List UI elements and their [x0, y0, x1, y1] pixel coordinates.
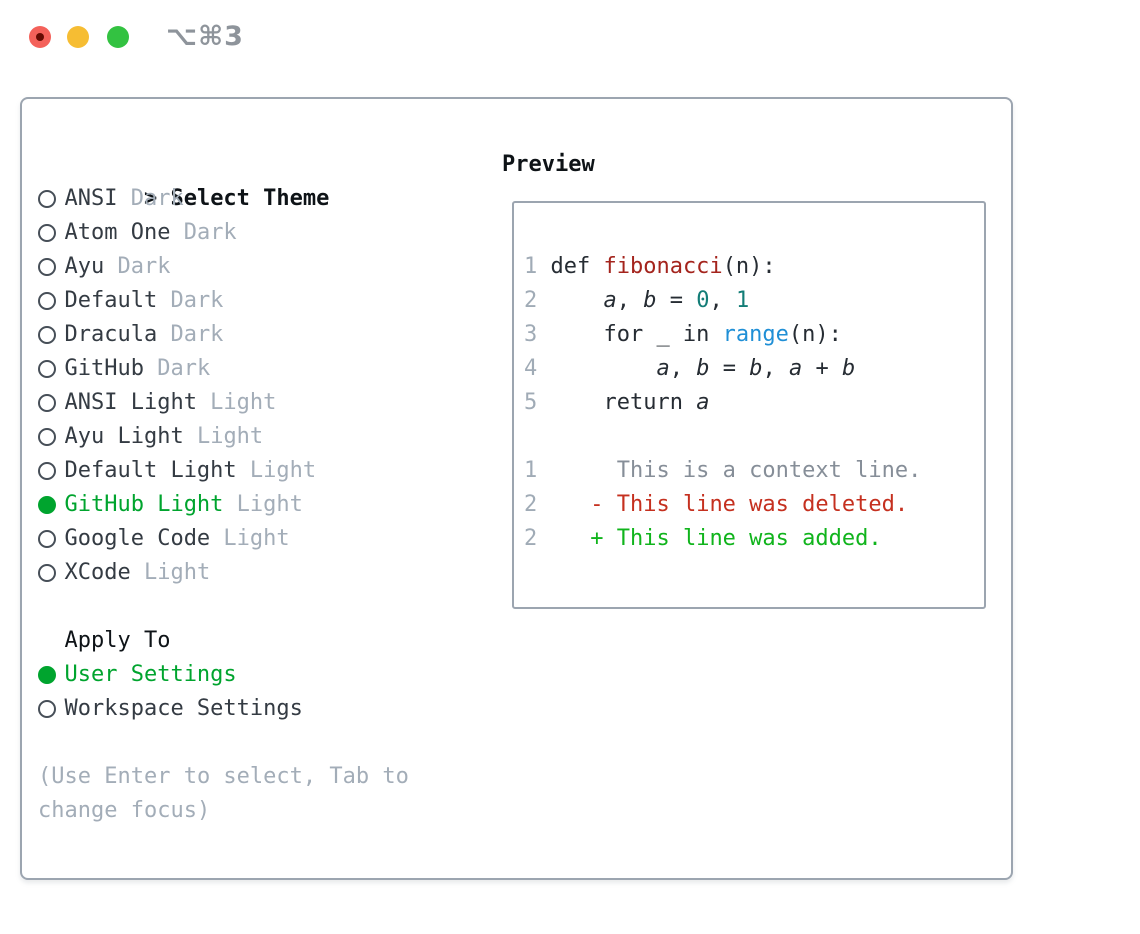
radio-selected-icon — [38, 488, 64, 522]
theme-option-dracula[interactable]: Dracula Dark — [38, 318, 409, 352]
blank-line — [524, 420, 984, 454]
option-label: ANSI — [64, 186, 118, 211]
radio-icon — [38, 250, 64, 284]
theme-option-ansi[interactable]: ANSI Dark — [38, 182, 409, 216]
variant-label: Dark — [170, 220, 237, 245]
radio-icon — [38, 182, 64, 216]
window-shortcut-label: ⌥⌘3 — [166, 21, 244, 52]
close-button[interactable] — [29, 26, 51, 48]
code-line: 5 return a — [524, 386, 984, 420]
focus-caret: > — [143, 186, 158, 211]
radio-selected-icon — [38, 658, 64, 692]
variant-label: Light — [196, 390, 277, 415]
help-text: (Use Enter to select, Tab to change focus… — [38, 760, 409, 828]
theme-option-ansi-light[interactable]: ANSI Light Light — [38, 386, 409, 420]
theme-option-google-code[interactable]: Google Code Light — [38, 522, 409, 556]
diff-added-line: 2 + This line was added. — [524, 522, 984, 556]
line-number: 2 — [524, 526, 538, 551]
option-label: Default Light — [64, 458, 237, 483]
theme-option-atom-one[interactable]: Atom One Dark — [38, 216, 409, 250]
radio-icon — [38, 454, 64, 488]
option-label: Workspace Settings — [64, 696, 303, 721]
line-number: 1 — [524, 458, 538, 483]
theme-option-github[interactable]: GitHub Dark — [38, 352, 409, 386]
option-label: XCode — [64, 560, 131, 585]
radio-icon — [38, 420, 64, 454]
variant-label: Dark — [104, 254, 171, 279]
apply-option-workspace-settings[interactable]: Workspace Settings — [38, 692, 409, 726]
variant-label: Light — [236, 458, 317, 483]
variant-label: Dark — [157, 288, 224, 313]
line-number: 4 — [524, 356, 538, 381]
option-label: Ayu Light — [64, 424, 184, 449]
line-number: 1 — [524, 254, 538, 279]
option-label: Dracula — [64, 322, 158, 347]
radio-icon — [38, 692, 64, 726]
variant-label: Light — [223, 492, 303, 517]
code-line: 3 for _ in range(n): — [524, 318, 984, 352]
option-label: Ayu — [64, 254, 105, 279]
diff-context-line: 1 This is a context line. — [524, 454, 984, 488]
radio-icon — [38, 318, 64, 352]
variant-label: Dark — [117, 186, 184, 211]
apply-option-user-settings[interactable]: User Settings — [38, 658, 409, 692]
radio-icon — [38, 284, 64, 318]
variant-label: Light — [183, 424, 264, 449]
window-titlebar: ⌥⌘3 — [0, 0, 1140, 74]
option-label: Default — [64, 288, 158, 313]
theme-option-default[interactable]: Default Dark — [38, 284, 409, 318]
preview-title: Preview — [502, 152, 595, 177]
select-theme-header: > Select Theme — [38, 148, 409, 211]
code-line: 4 a, b = b, a + b — [524, 352, 984, 386]
line-number: 3 — [524, 322, 538, 347]
line-number: 2 — [524, 288, 538, 313]
spacer — [38, 590, 409, 624]
variant-label: Dark — [157, 322, 224, 347]
help-line: change focus) — [38, 798, 211, 823]
option-label: ANSI Light — [64, 390, 197, 415]
theme-option-github-light[interactable]: GitHub Light Light — [38, 488, 409, 522]
theme-option-ayu[interactable]: Ayu Dark — [38, 250, 409, 284]
variant-label: Light — [210, 526, 290, 551]
line-number: 5 — [524, 390, 538, 415]
variant-label: Light — [130, 560, 211, 585]
variant-label: Dark — [143, 356, 211, 381]
radio-icon — [38, 352, 64, 386]
radio-icon — [38, 556, 64, 590]
apply-to-header: Apply To — [64, 628, 171, 653]
code-line: 2 a, b = 0, 1 — [524, 284, 984, 318]
option-label: Google Code — [64, 526, 211, 551]
zoom-button[interactable] — [107, 26, 129, 48]
option-label: GitHub — [64, 356, 144, 381]
theme-option-default-light[interactable]: Default Light Light — [38, 454, 409, 488]
radio-icon — [38, 522, 64, 556]
radio-icon — [38, 386, 64, 420]
line-number: 2 — [524, 492, 538, 517]
theme-option-ayu-light[interactable]: Ayu Light Light — [38, 420, 409, 454]
help-line: (Use Enter to select, Tab to — [38, 764, 409, 789]
radio-icon — [38, 216, 64, 250]
option-label: Atom One — [64, 220, 171, 245]
minimize-button[interactable] — [67, 26, 89, 48]
diff-deleted-line: 2 - This line was deleted. — [524, 488, 984, 522]
option-label: GitHub Light — [64, 492, 224, 517]
select-theme-title: Select Theme — [170, 186, 330, 211]
option-label: User Settings — [64, 662, 237, 687]
theme-option-xcode[interactable]: XCode Light — [38, 556, 409, 590]
